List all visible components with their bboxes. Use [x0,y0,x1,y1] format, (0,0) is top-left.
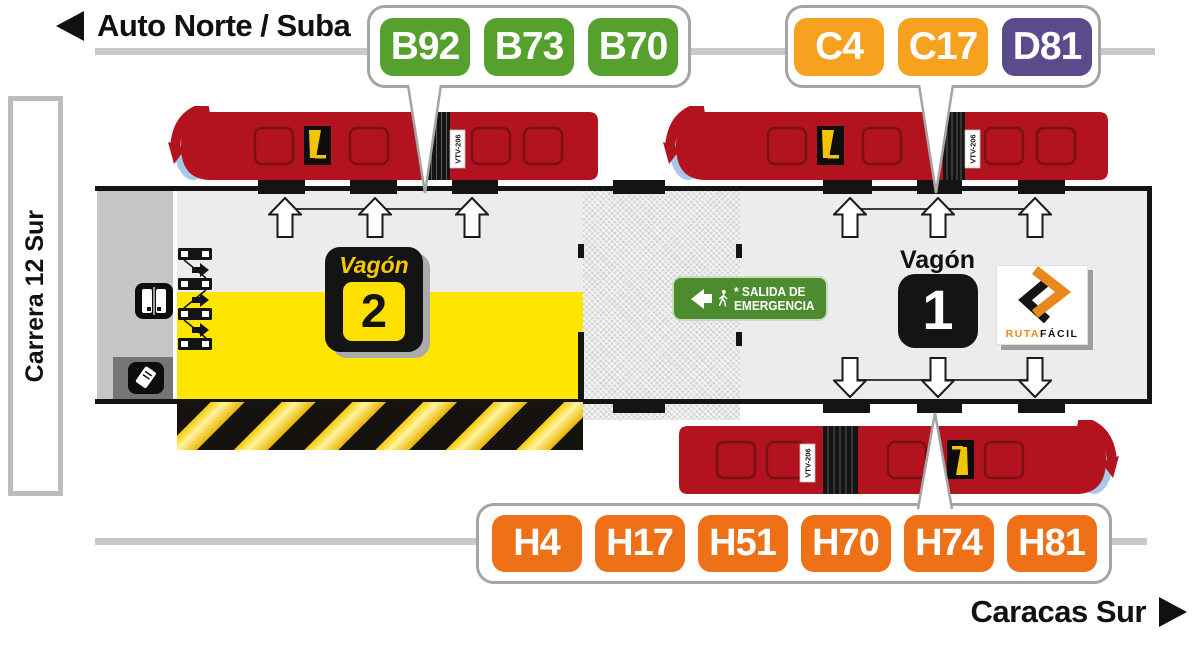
emergency-exit-text: * SALIDA DE EMERGENCIA [734,284,815,313]
bus-door-mark [1018,399,1065,413]
facil-word: FÁCIL [1039,328,1079,340]
left-arrow-icon [56,11,84,41]
bus-id-label: VTV-206 [454,134,463,163]
turnstiles-icon [178,248,212,350]
bus-door-mark [613,180,665,194]
boarding-arrow-down-icon [1018,357,1052,398]
bus-door-mark [452,180,498,194]
street-label: Carrera 12 Sur [21,209,49,383]
transmilenio-logo-icon [304,126,331,165]
ruta-facil-wordmark: RUTAFÁCIL [997,328,1087,340]
boarding-arrow-up-icon [455,197,489,238]
transmilenio-logo-icon [817,126,844,165]
entrance-divider [173,190,177,400]
wagon-2-title: Vagón [339,252,409,278]
boarding-arrow-up-icon [358,197,392,238]
bus-door-mark [350,180,397,194]
emergency-exit-sign: * SALIDA DE EMERGENCIA [672,276,828,321]
ticket-icon [128,362,164,394]
bus-top-left: VTV-206 [168,106,598,180]
callout-routes-south: H4 H17 H51 H70 H74 H81 [476,503,1112,584]
ruta-facil-chevrons-icon [1018,266,1072,324]
route-badge: B92 [380,17,470,76]
direction-south: Caracas Sur [971,594,1187,630]
wagon-2-number-box: 2 [343,282,405,341]
boarding-arrow-up-icon [268,197,302,238]
street-label-box: Carrera 12 Sur [8,96,63,496]
boarding-arrow-up-icon [833,197,867,238]
callout-routes-north-left: B92 B73 B70 [367,5,691,88]
walkway-wall [736,244,742,258]
route-badge: B70 [588,17,678,76]
route-badge: C17 [898,17,988,76]
walking-person-icon [718,289,728,307]
route-badge: H17 [594,515,685,572]
bus-door-mark [917,399,962,413]
bus-bottom: VTV-206 [679,420,1119,494]
boarding-arrow-down-icon [833,357,867,398]
walkway-wall [578,244,584,258]
bus-door-mark [613,399,665,413]
callout-routes-north-right: C4 C17 D81 [785,5,1101,88]
hazard-stripe-zone [177,402,583,450]
wagon-1-title: Vagón [899,246,975,274]
route-badge: D81 [1002,17,1092,76]
bus-top-right: VTV-206 [663,106,1108,180]
wagon-1-number: 1 [922,278,954,341]
walkway-wall [578,332,584,402]
direction-south-label: Caracas Sur [970,594,1147,629]
bus-door-mark [258,180,305,194]
route-badge: H74 [903,515,994,572]
platform-edge-east [1147,186,1152,404]
boarding-arrow-down-icon [921,357,955,398]
bus-id-label: VTV-206 [969,134,978,163]
transmilenio-logo-icon [947,440,974,479]
exit-left-arrow-icon [681,288,712,309]
boarding-arrow-up-icon [1018,197,1052,238]
bus-id-label: VTV-206 [804,448,813,477]
route-badge: B73 [484,17,574,76]
ruta-word: RUTA [1005,328,1040,340]
route-badge: H70 [800,515,891,572]
direction-north: Auto Norte / Suba [56,8,351,44]
direction-north-label: Auto Norte / Suba [97,8,351,43]
bus-door-mark [823,399,870,413]
route-badge: C4 [794,17,884,76]
right-arrow-icon [1159,597,1187,627]
boarding-arrow-up-icon [921,197,955,238]
bus-door-mark [823,180,872,194]
wagon-2-number: 2 [360,284,388,337]
bus-door-mark [1018,180,1065,194]
route-badge: H51 [697,515,788,572]
route-badge: H4 [491,515,582,572]
ruta-facil-logo: RUTAFÁCIL [996,265,1088,345]
walkway-wall [736,332,742,346]
wagon-2-sign: Vagón 2 [325,247,423,352]
wagon-1-sign: 1 [898,274,978,348]
route-badge: H81 [1006,515,1097,572]
entrance-doors-icon [135,283,173,319]
